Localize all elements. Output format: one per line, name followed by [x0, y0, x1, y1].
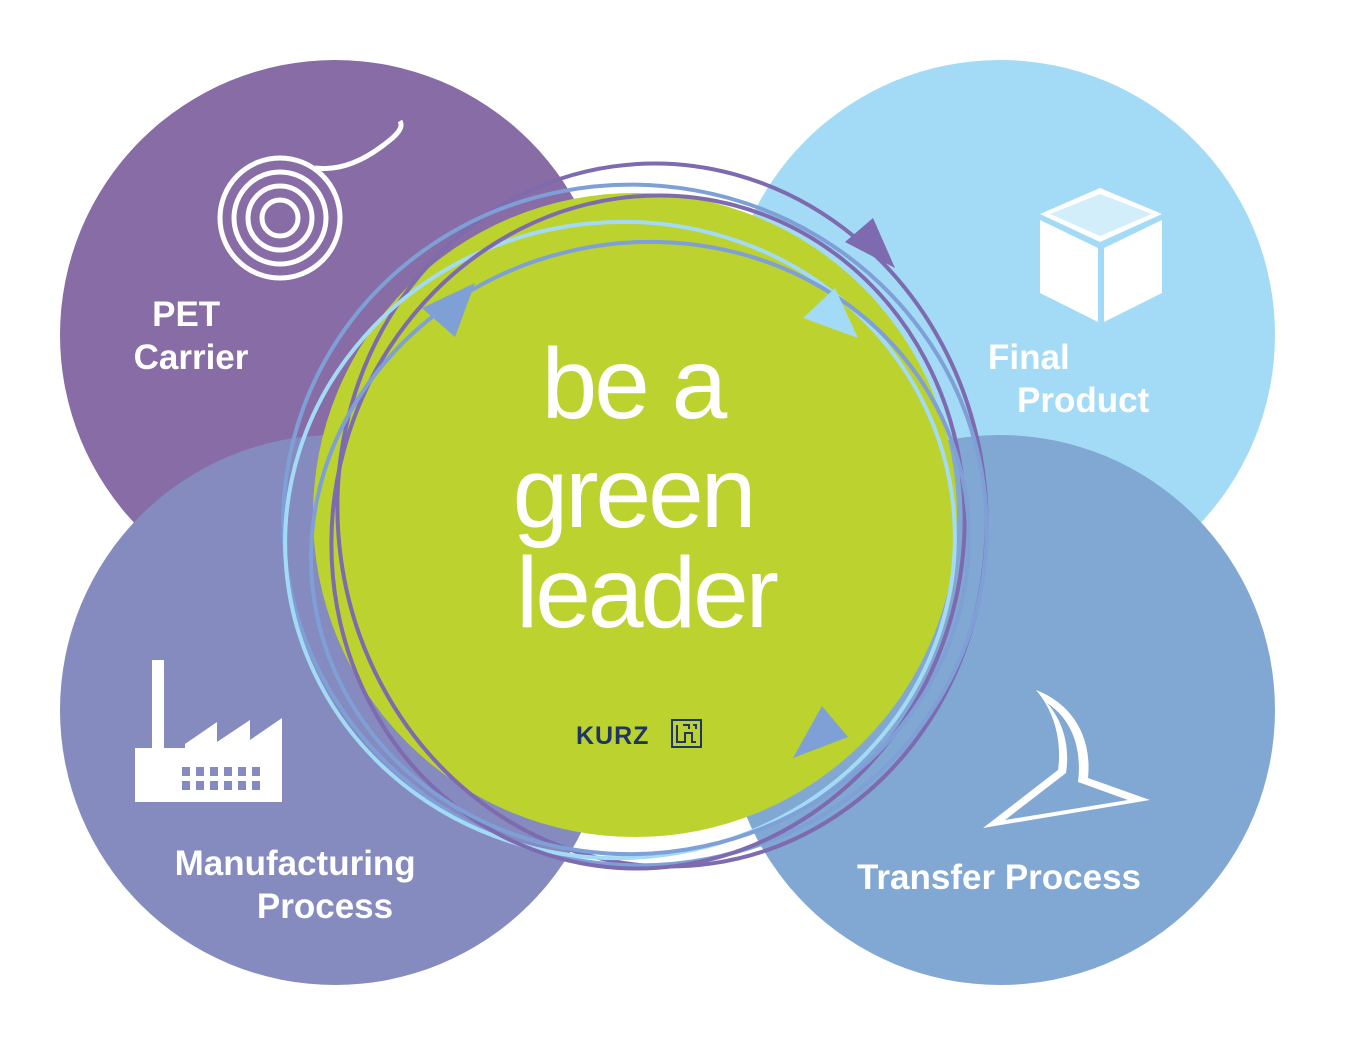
cycle-loop-ring	[283, 219, 957, 861]
factory-icon	[135, 660, 282, 802]
transfer-blade-icon	[983, 690, 1150, 828]
box-icon	[1040, 188, 1162, 322]
cycle-arrow	[803, 288, 858, 338]
final-product-label: Final Product	[988, 338, 1150, 420]
cycle-loops	[281, 161, 989, 871]
cycle-loop-ring	[281, 182, 989, 868]
slogan-line-3: leader	[516, 537, 778, 649]
final-product-label-line1: Final	[988, 338, 1070, 377]
manufacturing-process-label: Manufacturing Process	[175, 844, 426, 926]
kurz-logo-icon	[671, 719, 702, 748]
cycle-loop-ring	[329, 193, 967, 871]
film-roll-icon	[217, 119, 404, 281]
pet-carrier-label: PET Carrier	[134, 295, 249, 377]
pet-carrier-label-line1: PET	[152, 295, 220, 334]
transfer-process-label: Transfer Process	[857, 858, 1141, 897]
cycle-arrow	[793, 706, 848, 758]
brand-name: KURZ	[576, 722, 649, 750]
cycle-loop-ring	[309, 239, 971, 857]
final-product-label-line2: Product	[1017, 381, 1150, 420]
green-leader-circle	[313, 193, 957, 837]
manufacturing-label-line1: Manufacturing	[175, 844, 416, 883]
cycle-arrow	[845, 218, 895, 268]
cycle-arrow	[422, 283, 475, 337]
slogan-line-1: be a	[542, 328, 728, 440]
manufacturing-label-line2: Process	[257, 887, 393, 926]
slogan-line-2: green	[513, 437, 754, 549]
pet-carrier-label-line2: Carrier	[134, 338, 249, 377]
